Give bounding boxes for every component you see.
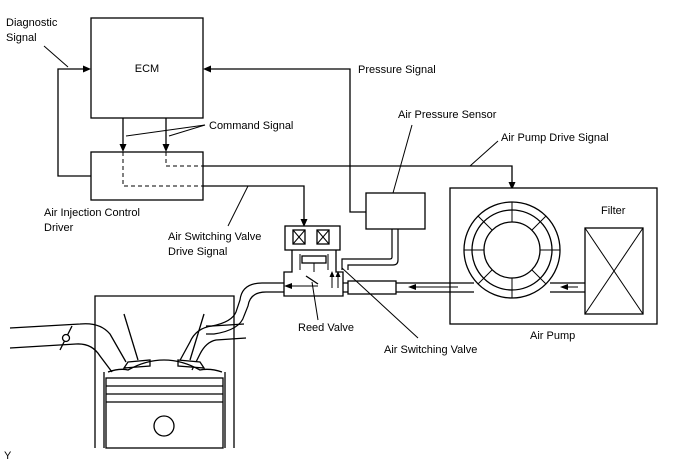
driver-label-line2: Driver: [44, 222, 74, 234]
air-pressure-sensor-label: Air Pressure Sensor: [398, 109, 497, 121]
ecm-box: [90, 17, 204, 119]
air-switching-valve: [283, 225, 344, 297]
command-signal-leader-1: [125, 124, 206, 137]
air-pump-drive-signal-leader: [469, 140, 499, 167]
reed-valve-label: Reed Valve: [298, 322, 354, 334]
filter-flow-arrow: [560, 284, 568, 290]
ecm-label: ECM: [135, 63, 159, 75]
pressure-signal-line: [211, 68, 366, 213]
command-signal-arrow-2: [162, 144, 170, 152]
driver-internal-path-2: [165, 152, 203, 167]
air-pump-wheel: [463, 201, 561, 299]
driver-internal-path-1: [122, 152, 203, 187]
asv-drive-signal-label-line1: Air Switching Valve: [168, 231, 261, 243]
pipe-flow-arrow: [408, 284, 416, 290]
filter-element: [584, 227, 644, 315]
engine-cylinder: [9, 295, 247, 449]
diagnostic-signal-label-line1: Diagnostic: [6, 17, 58, 29]
pipe-coupling: [347, 280, 397, 295]
air-pump-drive-signal-line: [203, 165, 513, 183]
reed-valve-leader: [311, 281, 319, 321]
air-pump-drive-signal-label: Air Pump Drive Signal: [501, 132, 609, 144]
diagnostic-signal-label-line2: Signal: [6, 32, 37, 44]
diagnostic-signal-leader: [43, 45, 69, 68]
air-pump-label: Air Pump: [530, 330, 575, 342]
air-pressure-sensor-leader: [392, 124, 413, 194]
sensor-hose-outer: [347, 229, 399, 270]
air-switching-valve-label: Air Switching Valve: [384, 344, 477, 356]
asv-drive-signal-leader: [227, 185, 249, 227]
air-switching-valve-leader: [341, 267, 419, 339]
driver-label-line1: Air Injection Control: [44, 207, 140, 219]
command-signal-label: Command Signal: [209, 120, 293, 132]
command-signal-leader-2: [168, 124, 206, 137]
command-signal-arrow-1: [119, 144, 127, 152]
driver-box: [90, 151, 204, 201]
diagnostic-signal-line: [57, 68, 91, 177]
air-pump-drive-signal-arrow: [508, 182, 516, 190]
asv-drive-signal-label-line2: Drive Signal: [168, 246, 227, 258]
exhaust-air-pipe-bottom: [206, 291, 284, 335]
figure-code: Y: [4, 450, 12, 462]
sensor-hose-inner: [341, 229, 393, 270]
exhaust-air-pipe-top: [206, 282, 284, 327]
air-pressure-sensor-box: [365, 192, 426, 230]
filter-label: Filter: [601, 205, 626, 217]
pressure-signal-label: Pressure Signal: [358, 64, 436, 76]
asv-drive-signal-line: [203, 185, 305, 220]
asv-drive-signal-arrow: [300, 219, 308, 227]
pressure-signal-arrow: [203, 65, 211, 73]
diagnostic-signal-arrow: [83, 65, 91, 73]
